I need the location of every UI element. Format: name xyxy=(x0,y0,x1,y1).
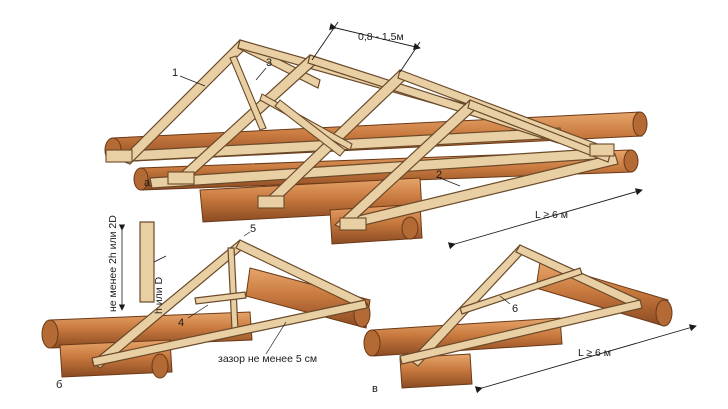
figure-a-spacing-label: 0,8 - 1,5м xyxy=(358,31,404,43)
figure-a-blocks xyxy=(105,143,615,231)
figure-b-part-5: 5 xyxy=(250,223,256,235)
figure-c-label: в xyxy=(372,383,378,395)
figure-a: 0,8 - 1,5м L ≥ 6 м 1 2 3 а xyxy=(104,21,648,250)
figure-a-rafters xyxy=(118,39,611,230)
figure-b-truss xyxy=(91,239,368,369)
figure-c-part-6: 6 xyxy=(512,303,518,315)
figure-c-span-label: L ≥ 6 м xyxy=(578,347,611,359)
figure-b-part-4: 4 xyxy=(178,317,184,329)
figure-a-part-3: 3 xyxy=(266,57,272,69)
figure-c: L ≥ 6 м 6 в xyxy=(363,244,697,395)
figure-b-label: б xyxy=(56,379,62,391)
figure-a-part-2: 2 xyxy=(436,169,442,181)
figure-c-logs xyxy=(363,261,673,389)
figure-b-detail xyxy=(139,221,155,303)
figure-a-part-1: 1 xyxy=(172,67,178,79)
figure-b-gap-note: зазор не менее 5 см xyxy=(218,353,317,365)
figure-a-struts xyxy=(229,55,353,157)
figure-b: не менее 2h или 2D h или D 4 5 зазор не … xyxy=(41,215,371,391)
figure-a-label: а xyxy=(144,177,151,189)
figure-b-height-note: не менее 2h или 2D xyxy=(107,215,119,312)
figure-a-spacing-dimension xyxy=(311,21,421,73)
figure-a-span-label: L ≥ 6 м xyxy=(535,209,568,221)
figure-a-span-dimension xyxy=(447,188,643,250)
figure-b-size-note: h или D xyxy=(153,276,165,314)
figure-c-span-dimension xyxy=(474,324,697,394)
figure-b-detail-dimension xyxy=(118,224,167,311)
